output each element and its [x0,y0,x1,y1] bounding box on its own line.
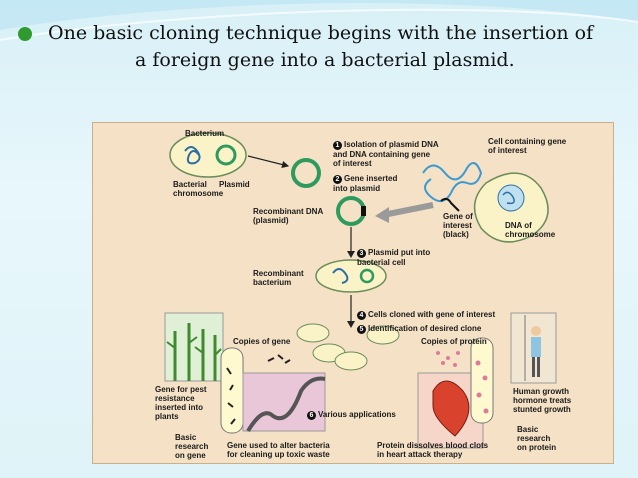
protein-dots [436,351,460,367]
bullet-icon [18,27,32,41]
toxic-waste-illustration [242,372,326,433]
label-copies-protein: Copies of protein [421,337,487,346]
step-6-icon: 6 [307,411,316,420]
plants-illustration [164,312,224,382]
label-growth-hormone: Human growth hormone treats stunted grow… [513,387,572,414]
label-copies-gene: Copies of gene [233,337,291,346]
step-1-icon: 1 [333,141,342,150]
growth-chart-illustration [510,312,557,384]
isolated-plasmid [291,158,321,188]
cloning-diagram: Bacterium Bacterial chromosome Plasmid 1… [92,122,614,464]
test-tube-gene [220,347,244,434]
label-recombinant-bacterium: Recombinant bacterium [253,269,304,287]
label-gene-pest: Gene for pest resistance inserted into p… [155,385,207,421]
recombinant-plasmid [336,196,366,226]
label-bacterial-chromosome: Bacterial chromosome [173,180,224,198]
step-4-icon: 4 [357,311,366,320]
label-plasmid: Plasmid [219,180,250,189]
label-dna-chromosome: DNA of chromosome [505,221,556,239]
step-5-icon: 5 [357,325,366,334]
donor-cell [473,172,549,243]
bullet-line-2: a foreign gene into a bacterial plasmid. [135,49,515,71]
label-recombinant-dna: Recombinant DNA (plasmid) [253,207,324,225]
test-tube-protein [470,337,494,424]
label-bacterium: Bacterium [185,129,225,138]
cloned-cells [296,323,400,371]
step-2-icon: 2 [333,175,342,184]
diagram-art [164,132,557,449]
label-blood-clots: Protein dissolves blood clots in heart a… [377,441,489,459]
bullet-line-1: One basic cloning technique begins with … [48,22,594,44]
label-gene-of-interest: Gene of interest (black) [443,212,473,239]
label-basic-protein: Basic research on protein [517,425,557,452]
label-cell-gene: Cell containing gene of interest [488,137,567,155]
step-3-icon: 3 [357,249,366,258]
dna-strand [422,162,483,203]
label-toxic-waste: Gene used to alter bacteria for cleaning… [227,441,330,459]
label-basic-gene: Basic research on gene [175,433,209,460]
recombinant-bacterium-cell [315,259,387,293]
bacterium-cell [169,132,247,178]
